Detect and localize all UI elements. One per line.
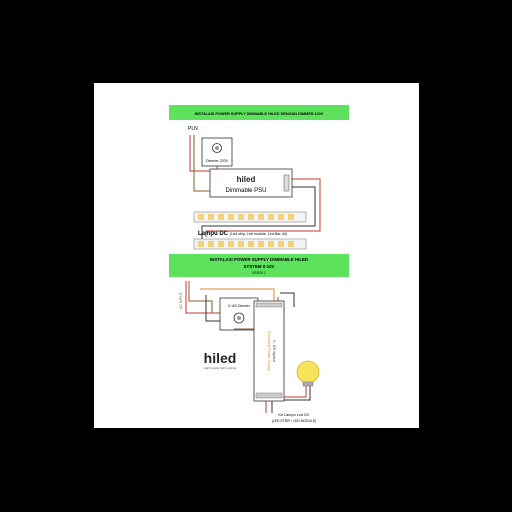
psu-output-terminal-2 <box>255 392 283 399</box>
diagram-1: INSTALASI POWER SUPPLY DIMMABLE HILED DE… <box>169 105 349 250</box>
diagram2-header-line1: INSTALASI POWER SUPPLY DIMMABLE HILED <box>210 257 308 262</box>
diagram-canvas: INSTALASI POWER SUPPLY DIMMABLE HILED DE… <box>94 83 419 428</box>
diagram2-header-bar <box>169 254 349 277</box>
dimmer-220v-label: Dimmer 220V <box>206 159 229 163</box>
hiled-logo-text: hiled <box>204 350 237 366</box>
output-label: Ke Lampu Led DC <box>278 413 309 417</box>
output-note: (LED STRIP / LED MODULE) <box>272 419 317 423</box>
hiled-tagline: High Quality LED Lighting <box>204 366 236 370</box>
wiring-diagrams: INSTALASI POWER SUPPLY DIMMABLE HILED DE… <box>169 105 349 423</box>
pln-label: PLN <box>188 126 198 132</box>
psu-brand-logo: hiled <box>237 175 256 184</box>
psu-0-10v-sublabel: 0 - 10V System <box>272 340 276 362</box>
lamp-dc-note: (Led strip, Led module, Led Bar, dll) <box>230 232 287 236</box>
lamp-dc-label: Lampu DC <box>198 231 229 237</box>
diagram-2: INSTALASI POWER SUPPLY DIMMABLE HILED SY… <box>169 254 349 423</box>
dimmer-0-10v-label: 0-10V Dimmer <box>228 304 251 308</box>
diagram2-header-line2: SYSTEM 0-10V <box>244 264 275 269</box>
diagram2-header-line3: VERSI 1 <box>252 271 266 275</box>
pln-wire-neutral <box>193 135 212 192</box>
dimmer-220v: Dimmer 220V <box>201 137 233 167</box>
psu-0-10v-label: Dimmable Power Supply <box>267 331 271 371</box>
diagram1-header-bar <box>169 105 349 120</box>
led-strip-1 <box>193 211 307 223</box>
hiled-logo: hiled High Quality LED Lighting <box>204 350 237 370</box>
light-bulb-icon <box>296 360 320 387</box>
dimmable-psu-0-10v: Dimmable Power Supply 0 - 10V System <box>253 300 285 402</box>
psu-output-terminal <box>283 174 290 192</box>
supply-label: AC INPUT <box>179 291 183 309</box>
psu-input-terminal <box>255 302 283 308</box>
dimmer-0-10v: 0-10V Dimmer <box>219 297 259 331</box>
led-strip-2 <box>193 238 307 250</box>
diagram1-header: INSTALASI POWER SUPPLY DIMMABLE HILED DE… <box>195 112 324 116</box>
pln-wire-live <box>189 135 212 172</box>
psu-label: Dimmable PSU <box>225 188 266 194</box>
dimmable-psu: hiled Dimmable PSU <box>209 168 293 198</box>
